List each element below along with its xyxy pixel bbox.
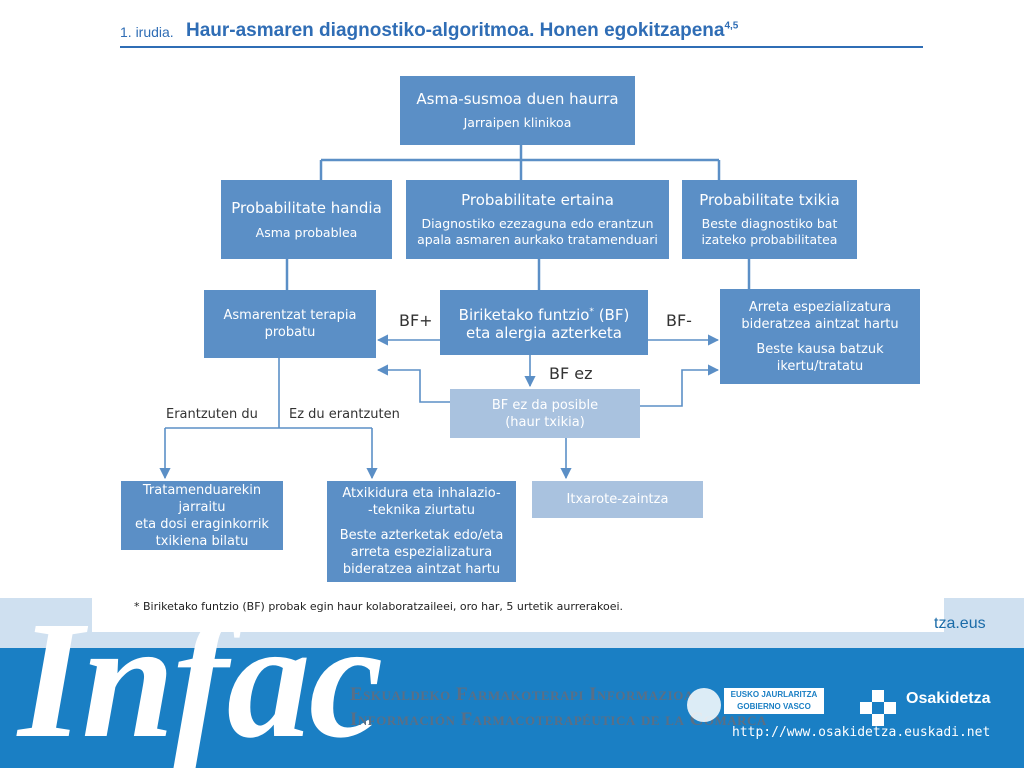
node-low-title: Probabilitate txikia xyxy=(699,191,840,209)
figure-number: 1. irudia. xyxy=(120,24,174,40)
edge-nobf-right xyxy=(640,364,720,407)
node-medium-probability: Probabilitate ertaina Diagnostiko ezezag… xyxy=(406,180,669,259)
node-low-probability: Probabilitate txikia Beste diagnostiko b… xyxy=(682,180,857,259)
node-adherence: Atxikidura eta inhalazio- -teknika ziurt… xyxy=(327,481,516,582)
node-medium-title: Probabilitate ertaina xyxy=(461,191,614,209)
node-test-line-1-end: (BF) xyxy=(593,306,630,324)
node-specialist-line-1: Arreta espezializatura xyxy=(748,299,892,315)
figure-title-text: Haur-asmaren diagnostiko-algoritmoa. Hon… xyxy=(186,20,725,41)
infac-logo: Infac xyxy=(18,587,383,773)
edge-label-not-responds: Ez du erantzuten xyxy=(289,407,400,422)
node-continue-line-3: txikiena bilatu xyxy=(155,533,249,549)
org-name-spanish: Información Farmacoterapéutica de la Com… xyxy=(350,709,767,730)
node-nobf-line-1: BF ez da posible xyxy=(491,397,599,413)
node-low-sub-1: Beste diagnostiko bat xyxy=(701,216,838,231)
node-adherence-line-3: Beste azterketak edo/eta xyxy=(339,528,504,543)
node-no-lung-function: BF ez da posible (haur txikia) xyxy=(450,389,640,438)
gov-name-es: GOBIERNO VASCO xyxy=(737,702,811,711)
node-adherence-line-2: -teknika ziurtatu xyxy=(368,503,475,518)
node-nobf-line-2: (haur txikia) xyxy=(505,414,585,430)
basque-government-logo: EUSKO JAURLARITZA GOBIERNO VASCO xyxy=(724,688,824,714)
node-high-title: Probabilitate handia xyxy=(231,198,382,217)
footnote: * Biriketako funtzio (BF) probak egin ha… xyxy=(134,600,624,613)
node-test-line-1: Biriketako funtzio* (BF) xyxy=(459,303,630,324)
partial-url: tza.eus xyxy=(934,615,986,632)
node-root: Asma-susmoa duen haurra Jarraipen klinik… xyxy=(400,76,635,145)
edge-label-bf-minus: BF- xyxy=(666,311,692,330)
edge-label-bf-plus: BF+ xyxy=(399,311,433,330)
footer-url-link[interactable]: http://www.osakidetza.euskadi.net xyxy=(732,725,991,740)
edge-label-bf-none: BF ez xyxy=(549,364,593,383)
node-test-footnote-marker: * xyxy=(589,307,594,317)
node-therapy-line-2: probatu xyxy=(264,325,316,340)
osakidetza-cross-icon xyxy=(860,690,896,726)
node-low-sub-2: izateko probabilitatea xyxy=(701,232,838,247)
edge-label-responds: Erantzuten du xyxy=(166,407,258,422)
osakidetza-logo-text: Osakidetza xyxy=(906,690,991,707)
node-adherence-line-4: arreta espezializatura xyxy=(350,545,493,560)
node-test-line-1-text: Biriketako funtzio xyxy=(458,306,590,324)
node-lung-function-test: Biriketako funtzio* (BF) eta alergia azt… xyxy=(440,290,648,355)
node-continue-treatment: Tratamenduarekin jarraitu eta dosi eragi… xyxy=(121,481,283,550)
node-therapy: Asmarentzat terapia probatu xyxy=(204,290,376,358)
gov-name-eu: EUSKO JAURLARITZA xyxy=(730,690,818,699)
footnote-panel xyxy=(92,586,944,632)
node-root-subtitle: Jarraipen klinikoa xyxy=(463,115,572,130)
node-specialist: Arreta espezializatura bideratzea aintza… xyxy=(720,289,920,384)
footer-blue-band xyxy=(0,648,1024,768)
node-test-line-2: eta alergia azterketa xyxy=(465,324,622,342)
figure-title-row: 1. irudia. Haur-asmaren diagnostiko-algo… xyxy=(120,18,923,48)
figure-title: Haur-asmaren diagnostiko-algoritmoa. Hon… xyxy=(186,20,738,42)
node-adherence-line-1: Atxikidura eta inhalazio- xyxy=(342,486,501,501)
node-continue-line-1: Tratamenduarekin jarraitu xyxy=(142,482,262,515)
node-specialist-line-3: Beste kausa batzuk xyxy=(756,341,884,357)
edge-nobf-left xyxy=(376,364,450,403)
node-continue-line-2: eta dosi eraginkorrik xyxy=(135,516,269,532)
figure-title-refs: 4,5 xyxy=(724,20,739,32)
node-specialist-line-2: bideratzea aintzat hartu xyxy=(741,316,899,332)
node-medium-sub-1: Diagnostiko ezezaguna edo erantzun xyxy=(421,216,654,231)
node-wait-label: Itxarote-zaintza xyxy=(566,492,669,507)
node-watchful-waiting: Itxarote-zaintza xyxy=(532,481,703,518)
node-root-title: Asma-susmoa duen haurra xyxy=(416,90,619,108)
org-name-basque: Eskualdeko Farmakoterapi Informazioa xyxy=(350,684,694,705)
node-adherence-line-5: bideratzea aintzat hartu xyxy=(342,562,501,577)
node-high-probability: Probabilitate handia Asma probablea xyxy=(221,180,392,259)
node-high-subtitle: Asma probablea xyxy=(255,224,358,240)
node-therapy-line-1: Asmarentzat terapia xyxy=(223,308,357,323)
basque-government-emblem-icon xyxy=(687,688,721,722)
node-medium-sub-2: apala asmaren aurkako tratamenduari xyxy=(417,232,658,247)
node-specialist-line-4: ikertu/tratatu xyxy=(776,358,864,374)
